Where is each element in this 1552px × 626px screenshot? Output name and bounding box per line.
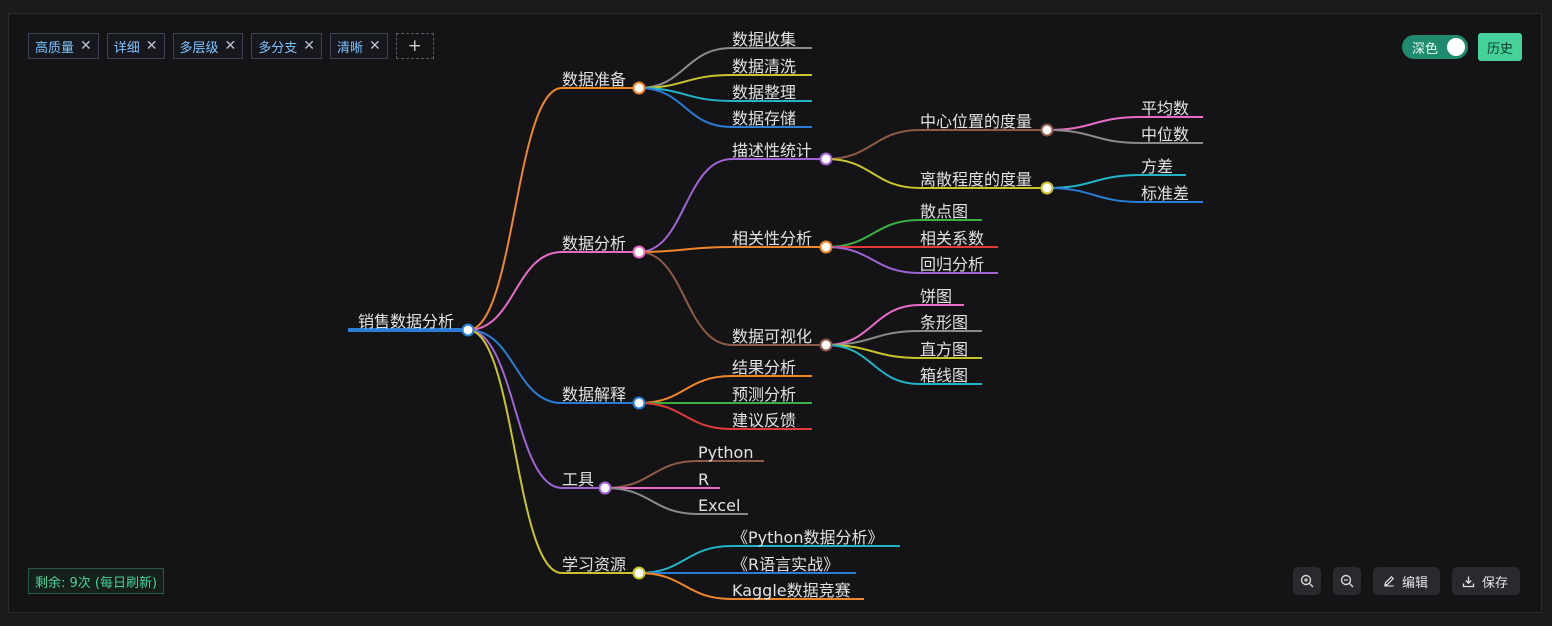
node-dot[interactable]	[632, 396, 646, 410]
node-advice[interactable]: 建议反馈	[732, 411, 796, 430]
node-corr[interactable]: 相关性分析	[732, 229, 812, 248]
tag-label: 多分支	[258, 40, 298, 56]
node-central[interactable]: 中心位置的度量	[920, 112, 1032, 131]
toggle-knob	[1446, 38, 1465, 56]
node-prep-store[interactable]: 数据存储	[732, 109, 796, 128]
node-hist[interactable]: 直方图	[920, 340, 968, 359]
node-dot[interactable]	[632, 566, 646, 580]
node-dot[interactable]	[819, 338, 833, 352]
close-icon[interactable]: ✕	[224, 38, 237, 54]
node-stddev[interactable]: 标准差	[1141, 184, 1189, 203]
pencil-icon	[1384, 575, 1395, 587]
node-desc[interactable]: 描述性统计	[732, 141, 812, 160]
tag-label: 详细	[113, 40, 140, 56]
top-toolbar: 深色 历史	[1401, 33, 1522, 61]
node-prep-clean[interactable]: 数据清洗	[732, 57, 796, 76]
save-label: 保存	[1481, 575, 1508, 591]
node-kaggle[interactable]: Kaggle数据竞赛	[732, 581, 851, 600]
node-python[interactable]: Python	[698, 443, 753, 462]
dark-mode-toggle[interactable]: 深色	[1401, 35, 1468, 59]
node-dispersion[interactable]: 离散程度的度量	[920, 170, 1032, 189]
bottom-toolbar: 编辑 保存	[1292, 567, 1520, 595]
tag-label: 清晰	[337, 40, 364, 56]
history-button[interactable]: 历史	[1477, 33, 1522, 61]
add-tag-button[interactable]: +	[395, 33, 434, 59]
zoom-out-button[interactable]	[1332, 567, 1361, 595]
node-regression[interactable]: 回归分析	[920, 255, 984, 274]
plus-icon: +	[407, 36, 422, 56]
node-coef[interactable]: 相关系数	[920, 229, 984, 248]
tag-chip[interactable]: 详细 ✕	[106, 33, 165, 59]
node-book-r[interactable]: 《R语言实战》	[732, 555, 839, 574]
node-root[interactable]: 销售数据分析	[358, 312, 454, 331]
close-icon[interactable]: ✕	[80, 38, 92, 54]
canvas-frame	[8, 13, 1542, 613]
node-median[interactable]: 中位数	[1141, 125, 1189, 144]
node-vis[interactable]: 数据可视化	[732, 327, 812, 346]
close-icon[interactable]: ✕	[303, 38, 315, 54]
tag-chip[interactable]: 清晰 ✕	[330, 33, 388, 59]
tag-chip[interactable]: 多层级 ✕	[172, 33, 244, 59]
edit-label: 编辑	[1401, 575, 1428, 591]
close-icon[interactable]: ✕	[369, 38, 381, 54]
node-variance[interactable]: 方差	[1141, 157, 1173, 176]
zoom-in-icon	[1300, 574, 1314, 588]
node-excel[interactable]: Excel	[698, 496, 740, 515]
node-dot[interactable]	[1040, 181, 1054, 195]
zoom-out-icon	[1340, 574, 1354, 588]
dark-mode-label: 深色	[1411, 41, 1438, 57]
node-dot[interactable]	[819, 240, 833, 254]
node-scatter[interactable]: 散点图	[920, 202, 968, 221]
node-dot[interactable]	[632, 245, 646, 259]
node-resources[interactable]: 学习资源	[562, 555, 626, 574]
tag-chip[interactable]: 多分支 ✕	[251, 33, 322, 59]
node-mean[interactable]: 平均数	[1141, 99, 1189, 118]
tag-chip[interactable]: 高质量 ✕	[28, 33, 99, 59]
tag-list: 高质量 ✕ 详细 ✕ 多层级 ✕ 多分支 ✕ 清晰 ✕ +	[28, 33, 434, 59]
node-dot[interactable]	[461, 323, 475, 337]
node-analysis[interactable]: 数据分析	[562, 234, 626, 253]
node-dot[interactable]	[598, 481, 612, 495]
tag-label: 多层级	[179, 40, 219, 56]
download-icon	[1462, 576, 1475, 587]
node-result[interactable]: 结果分析	[732, 358, 796, 377]
node-prep[interactable]: 数据准备	[562, 70, 626, 89]
node-book-python[interactable]: 《Python数据分析》	[732, 528, 883, 547]
save-button[interactable]: 保存	[1451, 567, 1520, 595]
node-pie[interactable]: 饼图	[920, 287, 952, 306]
node-dot[interactable]	[632, 81, 646, 95]
remaining-quota: 剩余: 9次 (每日刷新)	[28, 568, 165, 594]
node-tools[interactable]: 工具	[562, 470, 594, 489]
node-box[interactable]: 箱线图	[920, 366, 968, 385]
edit-button[interactable]: 编辑	[1372, 567, 1440, 595]
node-bar[interactable]: 条形图	[920, 313, 968, 332]
tag-label: 高质量	[35, 40, 75, 56]
node-interp[interactable]: 数据解释	[562, 385, 626, 404]
node-r[interactable]: R	[698, 470, 709, 489]
node-dot[interactable]	[1040, 123, 1054, 137]
node-dot[interactable]	[819, 152, 833, 166]
zoom-in-button[interactable]	[1292, 567, 1321, 595]
node-prep-sort[interactable]: 数据整理	[732, 83, 796, 102]
node-prep-collect[interactable]: 数据收集	[732, 30, 796, 49]
close-icon[interactable]: ✕	[145, 38, 158, 54]
node-predict[interactable]: 预测分析	[732, 385, 796, 404]
